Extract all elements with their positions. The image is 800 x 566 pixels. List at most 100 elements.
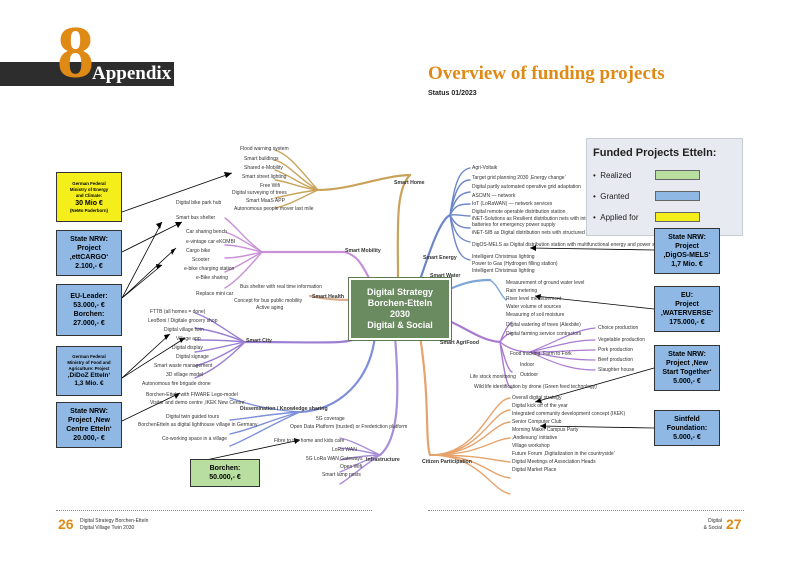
mobility-item: e-bike charging station [184,266,235,272]
chapter-title: Appendix [92,63,172,84]
funding-box-digos-mels: State NRW: Project ‚DigOS-MELS‘ 1,7 Mio.… [654,228,720,274]
home-item: Free Wifi [260,183,280,189]
box-text: ‚DiDoZ Etteln‘ [67,372,111,379]
agri-item: Food tracking, Farm to Fork [510,351,572,357]
box-text: State NRW: [70,408,108,415]
infra-item: 5G coverage [316,416,345,422]
city-item: Digital signage [176,354,209,360]
box-text: (NeMo Paderborn) [69,207,109,213]
infra-item: Open Data Platform (trusted) or Frederic… [290,424,408,430]
city-item: Smart waste management [154,363,213,369]
energy-item: Power to Gas (Hydrogen filling station) [472,261,558,267]
footer-left-text: Digital Strategy Borchen-Etteln Digital … [80,518,148,532]
footer-right-line-2: & Social [703,525,722,531]
agri-item: Vegetable production [598,337,645,343]
box-text: ‚DigOS-MELS‘ [663,252,711,259]
page-number-right: 27 [726,516,742,532]
box-text: Project ‚New [665,360,708,367]
box-text: Centre Etteln‘ [66,426,112,433]
hub-smart-mobility: Smart Mobility [345,248,381,254]
box-text: Foundation: [666,424,708,432]
mobility-item: Digital bike park hub [176,200,222,206]
box-text: Project [675,301,699,308]
city-item: FTTB (all homes = done) [150,309,206,315]
city-item: Digital village twin [164,327,204,333]
mobility-item: Active aging [256,305,284,311]
box-text: State NRW: [70,236,108,243]
footer-divider-right [428,510,744,511]
legend-label: Applied for [600,213,639,222]
agri-item: Indoor [520,362,535,368]
mobility-item: e-vintage car eKOMBI [186,239,236,245]
box-amount: 20.000,- € [73,435,105,442]
agri-item: Life stock monitoring [470,374,516,380]
infra-item: Smart lamp posts [322,472,361,478]
agri-item: Digital farming service contractors [506,331,582,337]
box-text: German Federal [72,180,106,186]
citizen-item: Senior Computer Club [512,419,562,425]
footer-left-line-1: Digital Strategy Borchen-Etteln [80,518,149,524]
box-text: ‚ettCARGO‘ [69,254,109,261]
hub-smart-city: Smart City [246,338,272,344]
water-item: Measurement of ground water level [506,280,585,286]
energy-item: iNET-SIB as Digital distribution nets wi… [472,230,638,236]
infra-item: Fibre to the home and kids care [274,438,345,444]
funding-box-didoz: German Federal Ministry of Food and Agri… [56,346,122,396]
page-heading: Overview of funding projects [428,63,665,84]
funding-box-eu-leader: EU-Leader: 53.000,- € Borchen: 27.000,- … [56,284,122,336]
box-amount: 2.100,- € [75,263,103,270]
box-text: EU-Leader: [70,293,108,300]
citizen-item: Morning Maker Campus Party [512,427,579,433]
hub-infrastructure: Infrastructure [366,457,400,463]
citizen-item: Village workshop [512,443,550,449]
funding-box-ettcargo: State NRW: Project ‚ettCARGO‘ 2.100,- € [56,230,122,276]
energy-item: Intelligent Christmas lighting [472,254,535,260]
energy-item: Target grid planning 2030 ‚Energy change… [472,175,566,181]
center-line-2: Borchen-Etteln [367,298,433,308]
hub-smart-home: Smart Home [394,180,425,186]
home-item: Autonomous people mover last mile [234,206,314,212]
mobility-item: e-Bike sharing [196,275,228,281]
footer-divider-left [56,510,372,511]
legend-label: Granted [600,192,630,201]
box-text: Project [675,243,699,250]
legend-label: Realized [600,171,632,180]
box-amount: 30 Mio € [75,199,103,207]
box-amount: 5.000,- € [673,433,701,441]
energy-item: ASCMN — network [472,193,516,199]
city-item: Autonomous fire brigade drone [142,381,211,387]
center-line-1: Digital Strategy [366,287,433,297]
box-amount: 53.000,- € [73,302,105,309]
box-amount: 50.000,- € [209,474,241,481]
page-number-left: 26 [58,516,74,532]
agri-item: Beef production [598,357,634,363]
dissemination-item: Co-working space in a village [162,436,228,442]
funding-box-waterverse: EU: Project ‚WATERVERSE‘ 175.000,- € [654,286,720,332]
agri-item: Wild life identification by drone (Green… [474,384,597,390]
legend-item-realized: • Realized [593,171,632,180]
water-item: Water volume of sources [506,304,562,310]
chapter-number: 8 [57,12,94,94]
home-item: Digital surveying of trees [232,190,287,196]
energy-item: batteries for emergency power supply [472,222,556,228]
box-text: Borchen: [209,465,241,472]
mobility-item: Bus shelter with real time information [240,284,322,290]
mobility-item: Replace mini car [196,291,234,297]
funding-box-new-start-together: State NRW: Project ‚New Start Together‘ … [654,345,720,391]
home-item: Flood warning system [240,146,289,152]
hub-smart-energy: Smart Energy [423,255,457,261]
legend-swatch-realized [655,170,700,180]
hub-dissemination: Dissemination / Knowledge sharing [240,406,328,412]
citizen-item: Overall digital strategy [512,395,562,401]
hub-citizen-participation: Citizen Participation [422,459,472,465]
agri-item: Outdoor [520,372,539,378]
legend-swatch-applied [655,212,700,222]
box-text: State NRW: [668,351,706,358]
water-item: Measuring of soil moisture [506,312,565,318]
legend-panel: Funded Projects Etteln: • Realized • Gra… [586,138,743,236]
footer-right-line-1: Digital [708,518,722,524]
energy-item: IoT (LoRaWAN) — network services [472,201,553,207]
box-text: and Climate: [75,192,103,198]
legend-item-applied: • Applied for [593,213,639,222]
